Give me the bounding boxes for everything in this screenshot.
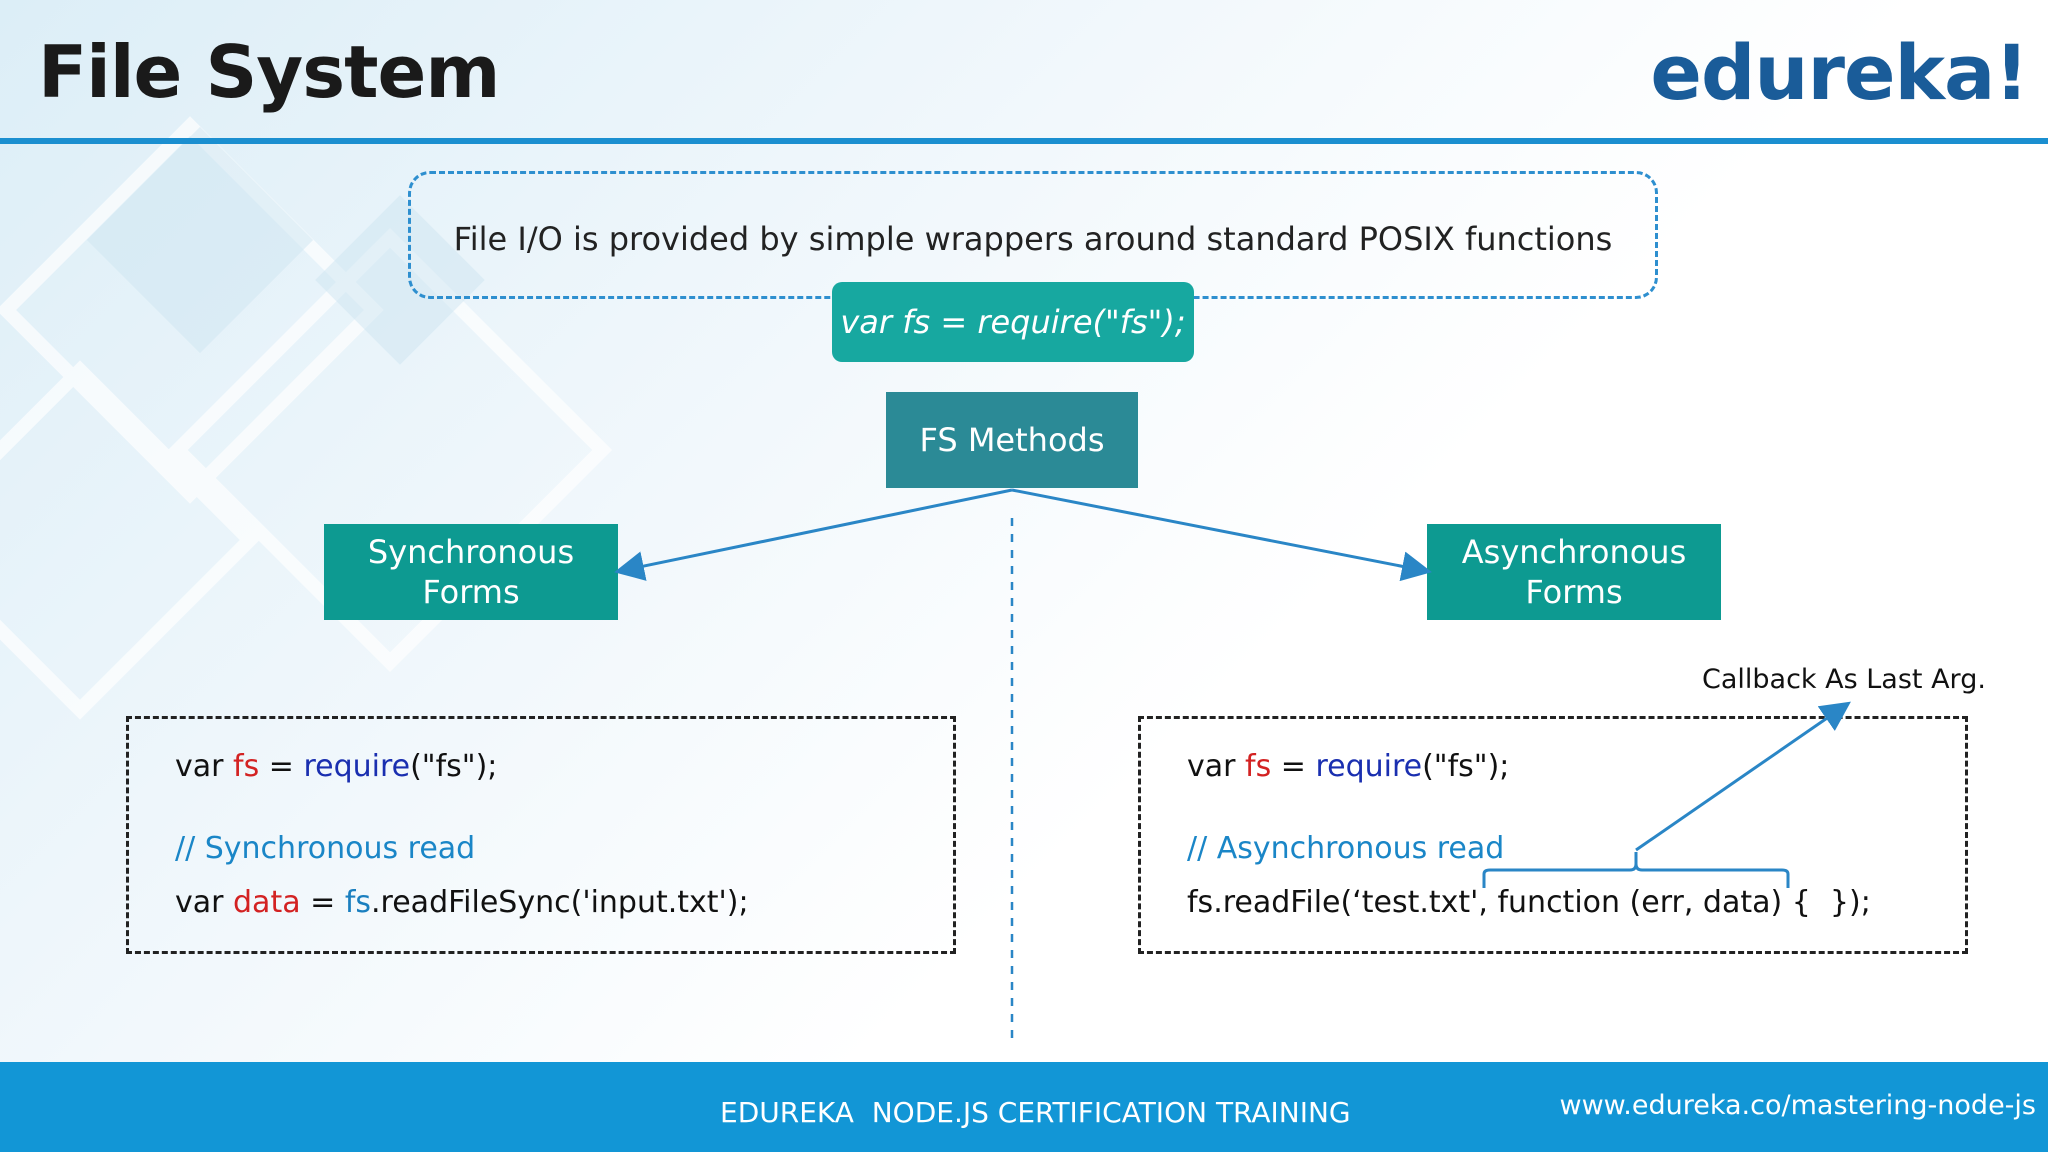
code-token: var — [175, 749, 234, 784]
synchronous-forms-node: Synchronous Forms — [324, 524, 618, 620]
asynchronous-forms-label: Asynchronous Forms — [1461, 533, 1687, 611]
asynchronous-forms-node: Asynchronous Forms — [1427, 524, 1721, 620]
async-require-line: var fs = require("fs"); — [1187, 749, 1509, 784]
code-token: fs — [1245, 749, 1272, 784]
async-comment: // Asynchronous read — [1187, 831, 1505, 866]
code-token: = — [259, 749, 304, 784]
async-code-block: var fs = require("fs"); // Asynchronous … — [1138, 716, 1968, 954]
code-token: ("fs"); — [410, 749, 498, 784]
code-token: fs — [344, 885, 372, 920]
header-divider — [0, 138, 2048, 144]
code-token: require — [1315, 749, 1423, 784]
brand-logo: edureka! — [1650, 28, 2029, 117]
code-token: var — [175, 885, 234, 920]
posix-description: File I/O is provided by simple wrappers … — [453, 220, 1613, 258]
sync-code-block: var fs = require("fs"); // Synchronous r… — [126, 716, 956, 954]
sync-require-line: var fs = require("fs"); — [175, 749, 497, 784]
code-token: = — [1271, 749, 1316, 784]
code-token: .readFileSync('input.txt'); — [371, 885, 749, 920]
page-title: File System — [38, 30, 500, 114]
async-read-line: fs.readFile(‘test.txt', function (err, d… — [1187, 885, 1871, 920]
code-token: var — [1187, 749, 1246, 784]
arrow-to-sync — [614, 488, 1013, 581]
code-token: data — [233, 885, 301, 920]
sync-comment: // Synchronous read — [175, 831, 476, 866]
callback-annotation: Callback As Last Arg. — [1702, 664, 1986, 695]
fs-methods-node: FS Methods — [886, 392, 1138, 488]
footer-url: www.edureka.co/mastering-node-js — [1559, 1090, 2036, 1121]
footer-bar: EDUREKA NODE.JS CERTIFICATION TRAINING w… — [0, 1062, 2048, 1152]
code-token: fs — [233, 749, 260, 784]
posix-info-box: File I/O is provided by simple wrappers … — [408, 171, 1658, 299]
fs-methods-label: FS Methods — [919, 421, 1105, 459]
code-token: ("fs"); — [1422, 749, 1510, 784]
synchronous-forms-label: Synchronous Forms — [367, 533, 575, 611]
footer-course-title: EDUREKA NODE.JS CERTIFICATION TRAINING — [720, 1096, 1351, 1129]
sync-read-line: var data = fs.readFileSync('input.txt'); — [175, 885, 749, 920]
require-fs-pill: var fs = require("fs"); — [832, 282, 1194, 362]
code-token: = — [300, 885, 345, 920]
code-token: require — [303, 749, 411, 784]
arrow-to-async — [1011, 488, 1432, 582]
